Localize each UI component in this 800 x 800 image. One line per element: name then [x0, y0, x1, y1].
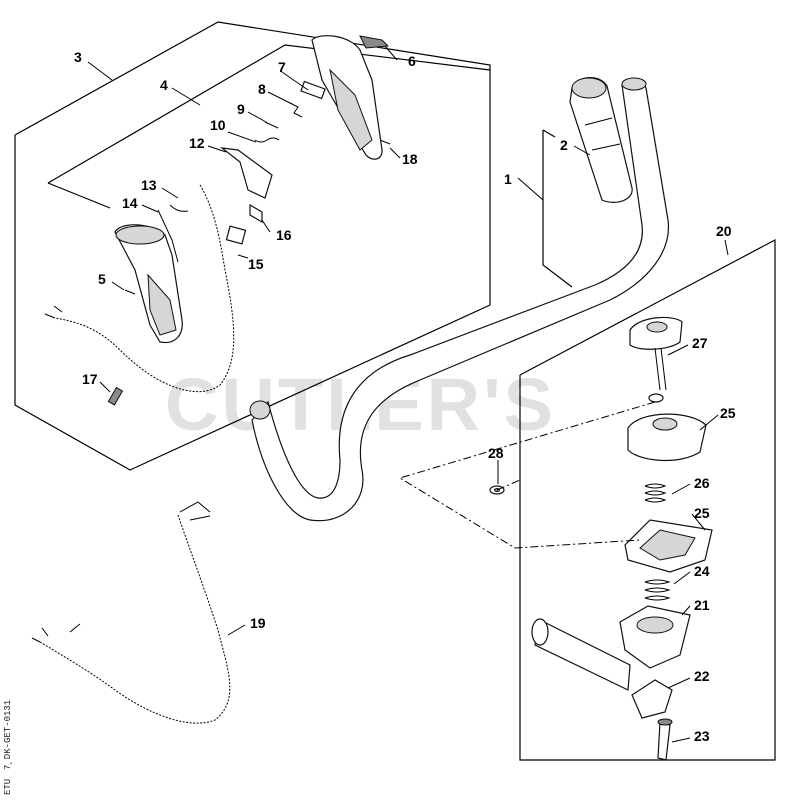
leader-lines — [87, 45, 729, 743]
handle-cable — [44, 184, 235, 392]
grip — [569, 77, 633, 203]
callout-27: 27 — [692, 335, 708, 351]
assembly-lines — [398, 401, 656, 549]
spring-24 — [644, 579, 671, 601]
callout-28: 28 — [488, 445, 504, 461]
callout-20: 20 — [716, 223, 732, 239]
tube-section — [531, 618, 631, 691]
clamp-22 — [631, 679, 673, 719]
callout-25-top: 25 — [720, 405, 736, 421]
clamp-base-25 — [624, 519, 713, 573]
side-logo: ETU — [3, 779, 13, 795]
callout-13: 13 — [141, 177, 157, 193]
callout-23: 23 — [694, 728, 710, 744]
small-parts — [107, 80, 391, 406]
callout-25-base: 25 — [694, 505, 710, 521]
handlebar-tube — [249, 77, 670, 522]
callout-1: 1 — [504, 171, 512, 187]
frame-3 — [14, 21, 491, 471]
callout-10: 10 — [210, 117, 226, 133]
cable-harness — [31, 501, 231, 724]
callout-4: 4 — [160, 77, 168, 93]
control-handle-housing — [114, 224, 183, 344]
callout-8: 8 — [258, 81, 266, 97]
callout-21: 21 — [694, 597, 710, 613]
clamp-top-25 — [627, 413, 707, 462]
callout-6: 6 — [408, 53, 416, 69]
clamp-21 — [619, 605, 691, 669]
callout-2: 2 — [560, 137, 568, 153]
callout-14: 14 — [122, 195, 138, 211]
callout-3: 3 — [74, 49, 82, 65]
callouts: 3 4 6 7 8 9 10 12 13 14 15 16 5 17 18 1 … — [74, 49, 736, 744]
callout-24: 24 — [694, 563, 710, 579]
frame-1 — [542, 129, 573, 288]
callout-5: 5 — [98, 271, 106, 287]
callout-16: 16 — [276, 227, 292, 243]
callout-18: 18 — [402, 151, 418, 167]
callout-26: 26 — [694, 475, 710, 491]
side-code: 7¸DK-GET-0131 — [3, 700, 13, 770]
callout-15: 15 — [248, 256, 264, 272]
callout-7: 7 — [278, 59, 286, 75]
spring-26 — [644, 483, 667, 503]
screw-23 — [657, 718, 673, 761]
callout-12: 12 — [189, 135, 205, 151]
callout-9: 9 — [237, 101, 245, 117]
housing-shell — [311, 35, 390, 160]
callout-17: 17 — [82, 371, 98, 387]
callout-19: 19 — [250, 615, 266, 631]
clamp-screw-27 — [629, 316, 683, 403]
frame-20 — [519, 239, 776, 761]
callout-22: 22 — [694, 668, 710, 684]
